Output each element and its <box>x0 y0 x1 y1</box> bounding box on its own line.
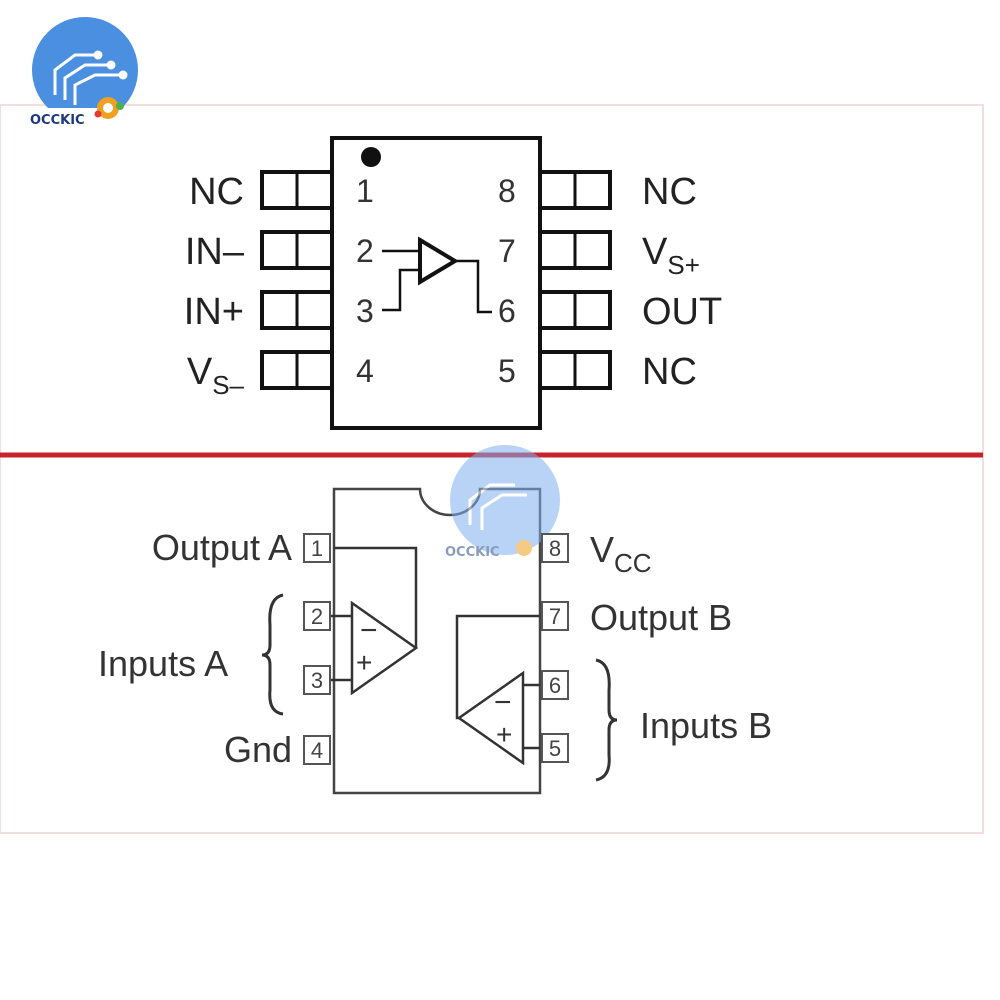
bottom-right-pin-7: 7 Output B <box>541 597 732 638</box>
bottom-pin-label-sub: CC <box>614 548 652 578</box>
bottom-pin-number: 5 <box>549 736 561 761</box>
bottom-right-pin-6: 6 <box>541 670 569 700</box>
logo-text: OCCKIC <box>30 113 85 128</box>
brand-logo: OCCKIC <box>26 17 146 128</box>
bottom-left-pin-1: 1 Output A <box>152 527 331 568</box>
top-pin-number: 4 <box>356 353 374 389</box>
bottom-pin-label: Gnd <box>224 729 292 770</box>
top-left-pin-2: 2 IN– <box>185 230 374 273</box>
top-pin-number: 7 <box>498 233 516 269</box>
opamp-a-minus: − <box>360 614 378 647</box>
bottom-left-pin-4: 4 Gnd <box>224 729 331 770</box>
top-pin-number: 1 <box>356 173 374 209</box>
pin-pad <box>303 533 331 563</box>
top-pin-number: 5 <box>498 353 516 389</box>
bottom-pin-number: 7 <box>549 604 561 629</box>
pin-pad <box>541 670 569 700</box>
top-pin-number: 6 <box>498 293 516 329</box>
pin-pad <box>541 533 569 563</box>
bottom-pin-number: 6 <box>549 673 561 698</box>
gear-icon <box>94 97 124 119</box>
top-pin-label-sub: S– <box>212 370 244 400</box>
bottom-pin-number: 3 <box>311 668 323 693</box>
bottom-pin-number: 8 <box>549 536 561 561</box>
top-pin-number: 8 <box>498 173 516 209</box>
top-right-pin-5: 5 NC <box>498 350 697 393</box>
bottom-pin-label: Output A <box>152 527 292 568</box>
pin-pad <box>303 735 331 765</box>
inputs-a-label: Inputs A <box>98 643 228 684</box>
top-right-pin-6: 6 OUT <box>498 290 722 333</box>
top-left-pin-3: 3 IN+ <box>184 290 374 333</box>
opamp-a <box>328 546 419 696</box>
bottom-right-pin-5: 5 <box>541 733 569 763</box>
buffer-symbol <box>382 236 492 314</box>
top-pin-label-main: NC <box>642 171 697 213</box>
top-pin-number: 3 <box>356 293 374 329</box>
top-pin-label-main: NC <box>642 351 697 393</box>
pin-pad <box>541 733 569 763</box>
bottom-pin-label: Output B <box>590 597 732 638</box>
top-pin-label-main: NC <box>189 171 244 213</box>
top-pin-label: IN+ <box>184 291 244 333</box>
top-pin-label: NC <box>642 171 697 213</box>
circuit-icon <box>53 50 128 105</box>
bottom-left-pin-3: 3 <box>303 665 331 695</box>
top-pin-label-main: OUT <box>642 291 722 333</box>
pin-pad <box>303 665 331 695</box>
top-right-pin-8: 8 NC <box>498 170 697 213</box>
opamp-b-plus: + <box>496 719 512 750</box>
brace-inputs-a <box>261 593 284 716</box>
top-pin-label: NC <box>189 171 244 213</box>
bottom-right-pin-8: 8 VCC <box>541 529 652 578</box>
inputs-b-label: Inputs B <box>640 705 772 746</box>
bottom-pin-number: 1 <box>311 536 323 561</box>
top-pin-label: IN– <box>185 231 245 273</box>
watermark-text: OCCKIC <box>445 545 500 560</box>
pin1-dot <box>361 147 381 167</box>
top-pin-label: VS– <box>187 351 245 400</box>
top-pin-label: VS+ <box>642 231 700 280</box>
top-pin-label: OUT <box>642 291 722 333</box>
top-pin-label-main: IN+ <box>184 291 244 333</box>
bottom-pin-label-main: Output B <box>590 597 732 638</box>
top-pin-label: NC <box>642 351 697 393</box>
watermark-logo: OCCKIC <box>445 445 560 560</box>
opamp-b <box>455 614 540 766</box>
top-left-pin-4: 4 VS– <box>187 350 374 400</box>
top-pin-number: 2 <box>356 233 374 269</box>
bottom-pin-label-main: V <box>590 529 614 570</box>
top-chip-body <box>330 136 542 430</box>
top-right-pin-7: 7 VS+ <box>498 230 700 280</box>
top-pin-label-main: V <box>187 351 213 393</box>
top-pin-label-sub: S+ <box>667 250 700 280</box>
bottom-left-pin-2: 2 <box>303 601 331 631</box>
pin-pad <box>303 601 331 631</box>
opamp-b-minus: − <box>494 686 512 719</box>
top-left-pin-1: 1 NC <box>189 170 374 213</box>
bottom-pin-number: 2 <box>311 604 323 629</box>
bottom-pin-number: 4 <box>311 738 323 763</box>
bottom-pin-label: VCC <box>590 529 652 578</box>
pin-pad <box>541 601 569 631</box>
brace-inputs-b <box>595 658 618 782</box>
top-pin-label-main: IN– <box>185 231 245 273</box>
opamp-a-plus: + <box>356 647 372 678</box>
bottom-chip: OCCKIC − + − + Inputs A Inputs B 1Output… <box>98 445 772 795</box>
top-pin-label-main: V <box>642 231 668 273</box>
